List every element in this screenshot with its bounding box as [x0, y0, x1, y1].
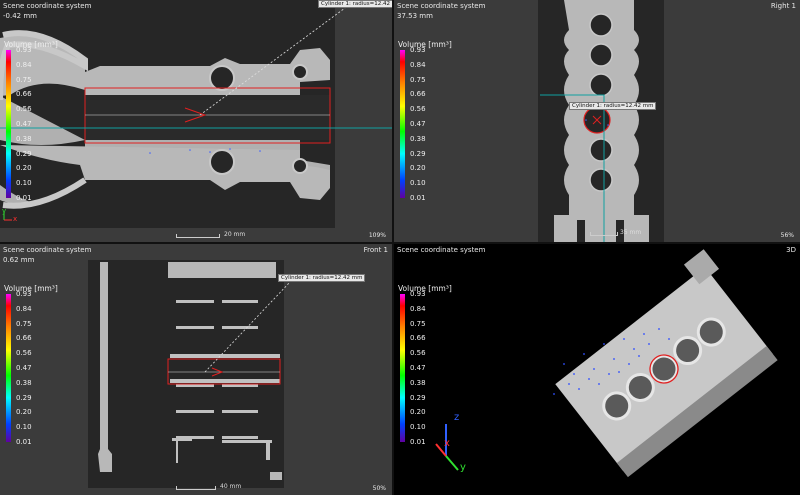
legend-tick: 0.01: [410, 438, 426, 446]
legend-tick: 0.84: [410, 304, 426, 313]
viewport-title: Scene coordinate system: [397, 246, 486, 254]
zoom-level: 56%: [780, 232, 794, 239]
legend-color-bar: [6, 294, 11, 442]
axis-x-label: x: [13, 215, 18, 223]
axis-z-label: z: [454, 412, 460, 423]
legend-tick: 0.56: [16, 349, 32, 358]
zoom-level: 109%: [368, 232, 386, 239]
measurement-label[interactable]: Cylinder 1: radius=12.42 mm: [318, 0, 392, 8]
legend-title: Volume [mm³]: [4, 284, 58, 293]
viewport-title: Scene coordinate system: [3, 246, 92, 254]
slice-depth: -0.42 mm: [3, 12, 37, 20]
legend-color-bar: [400, 50, 405, 198]
volume-legend: Volume [mm³] 0.93 0.84 0.75 0.66 0.56 0.47 0.3…: [398, 40, 458, 210]
viewport-right[interactable]: Scene coordinate system 37.53 mm Right 1…: [394, 0, 800, 242]
legend-tick: 0.56: [410, 349, 426, 358]
legend-tick: 0.93: [16, 46, 32, 54]
legend-tick: 0.10: [410, 179, 426, 188]
legend-color-bar: [6, 50, 11, 198]
legend-tick: 0.66: [16, 90, 32, 99]
legend-tick: 0.20: [410, 164, 426, 173]
legend-title: Volume [mm³]: [398, 40, 452, 49]
legend-tick: 0.01: [410, 194, 426, 202]
legend-title: Volume [mm³]: [398, 284, 452, 293]
legend-tick: 0.93: [410, 46, 426, 54]
axis-y-label: y: [460, 462, 466, 473]
legend-title: Volume [mm³]: [4, 40, 58, 49]
legend-tick: 0.29: [16, 393, 32, 402]
measurement-label[interactable]: Cylinder 1: radius=12.42 mm: [569, 102, 657, 110]
legend-tick: 0.20: [16, 408, 32, 417]
legend-tick: 0.38: [410, 378, 426, 387]
legend-tick: 0.47: [410, 364, 426, 372]
volume-legend: Volume [mm³] 0.93 0.84 0.75 0.66 0.56 0.47 0.3…: [398, 284, 458, 454]
legend-tick: 0.84: [16, 60, 32, 69]
top-view-canvas[interactable]: [0, 0, 392, 242]
legend-tick: 0.56: [410, 105, 426, 114]
viewport-3d[interactable]: Scene coordinate system 3D Volume [mm³] …: [394, 244, 800, 495]
legend-tick: 0.75: [410, 319, 426, 328]
legend-tick: 0.84: [16, 304, 32, 313]
legend-tick: 0.75: [16, 75, 32, 84]
legend-tick: 0.01: [16, 194, 32, 202]
zoom-level: 50%: [372, 485, 386, 492]
viewport-top[interactable]: Scene coordinate system -0.42 mm Volume …: [0, 0, 392, 242]
legend-tick: 0.66: [410, 334, 426, 343]
volume-legend: Volume [mm³] 0.93 0.84 0.75 0.66 0.56 0.47 0.3…: [4, 40, 64, 210]
volume-legend: Volume [mm³] 0.93 0.84 0.75 0.66 0.56 0.47 0.3…: [4, 284, 64, 454]
legend-tick: 0.47: [16, 364, 32, 372]
legend-tick: 0.29: [16, 149, 32, 158]
viewport-name: Right 1: [770, 2, 796, 10]
measurement-label[interactable]: Cylinder 1: radius=12.42 mm: [278, 274, 366, 282]
scale-label: 20 mm: [224, 231, 246, 238]
axis-y-label: y: [2, 207, 7, 215]
legend-tick: 0.75: [16, 319, 32, 328]
legend-tick: 0.47: [410, 120, 426, 128]
scale-label: 40 mm: [220, 483, 242, 490]
threed-view-canvas[interactable]: [394, 244, 800, 495]
legend-tick: 0.29: [410, 393, 426, 402]
viewport-name: 3D: [786, 246, 796, 254]
legend-tick: 0.93: [410, 290, 426, 298]
viewport-title: Scene coordinate system: [3, 2, 92, 10]
legend-tick: 0.29: [410, 149, 426, 158]
right-view-canvas[interactable]: [394, 0, 800, 242]
legend-tick: 0.10: [410, 423, 426, 432]
viewport-name: Front 1: [363, 246, 388, 254]
legend-tick: 0.10: [16, 423, 32, 432]
legend-tick: 0.84: [410, 60, 426, 69]
legend-tick: 0.75: [410, 75, 426, 84]
legend-tick: 0.66: [410, 90, 426, 99]
legend-tick: 0.38: [16, 134, 32, 143]
slice-depth: 0.62 mm: [3, 256, 35, 264]
viewport-front[interactable]: Scene coordinate system 0.62 mm Front 1 …: [0, 244, 392, 495]
legend-color-bar: [400, 294, 405, 442]
legend-tick: 0.20: [16, 164, 32, 173]
legend-tick: 0.56: [16, 105, 32, 114]
legend-tick: 0.66: [16, 334, 32, 343]
scale-label: 35 mm: [620, 229, 642, 236]
front-view-canvas[interactable]: [0, 244, 392, 495]
legend-tick: 0.38: [16, 378, 32, 387]
axis-x-label: x: [444, 438, 450, 449]
slice-depth: 37.53 mm: [397, 12, 433, 20]
legend-tick: 0.01: [16, 438, 32, 446]
legend-tick: 0.93: [16, 290, 32, 298]
legend-tick: 0.20: [410, 408, 426, 417]
legend-tick: 0.10: [16, 179, 32, 188]
viewport-title: Scene coordinate system: [397, 2, 486, 10]
legend-tick: 0.38: [410, 134, 426, 143]
legend-tick: 0.47: [16, 120, 32, 128]
